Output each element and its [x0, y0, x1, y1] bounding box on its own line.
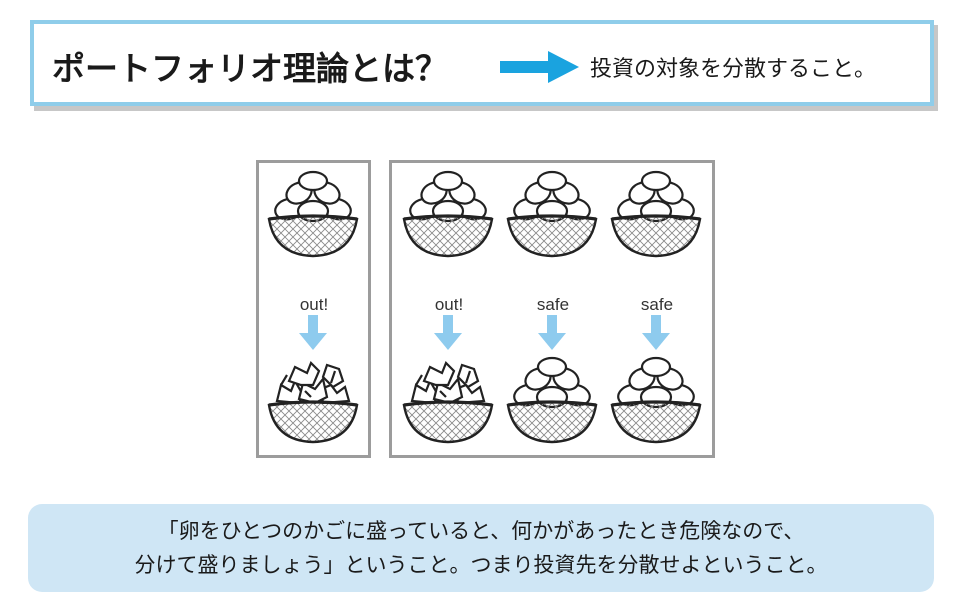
egg-basket-icon: [504, 355, 600, 447]
summary-line-2: 分けて盛りましょう」ということ。つまり投資先を分散せよということ。: [28, 548, 934, 582]
basket-column-1: out!: [259, 163, 369, 455]
header-description: 投資の対象を分散すること。: [590, 51, 876, 83]
egg-basket-icon: [608, 169, 704, 261]
egg-basket-icon: [608, 355, 704, 447]
egg-basket-icon: [400, 169, 496, 261]
single-basket-panel: out!: [256, 160, 371, 458]
egg-basket-icon: [265, 169, 361, 261]
summary-note: 「卵をひとつのかごに盛っていると、何かがあったとき危険なので、 分けて盛りましょ…: [28, 504, 934, 592]
down-arrow-icon: [538, 315, 566, 351]
down-arrow-icon: [434, 315, 462, 351]
result-label-safe: safe: [498, 295, 608, 315]
basket-column-2: safe: [498, 163, 608, 455]
broken-egg-basket-icon: [265, 355, 361, 447]
broken-egg-basket-icon: [400, 355, 496, 447]
down-arrow-icon: [299, 315, 327, 351]
result-label-out: out!: [394, 295, 504, 315]
down-arrow-icon: [642, 315, 670, 351]
basket-column-1: out!: [394, 163, 504, 455]
basket-column-3: safe: [602, 163, 712, 455]
result-label-out: out!: [259, 295, 369, 315]
summary-line-1: 「卵をひとつのかごに盛っていると、何かがあったとき危険なので、: [28, 514, 934, 548]
egg-basket-icon: [504, 169, 600, 261]
result-label-safe: safe: [602, 295, 712, 315]
page-title: ポートフォリオ理論とは？: [52, 42, 448, 90]
right-arrow-icon: [500, 50, 580, 84]
split-basket-panel: out! safe safe: [389, 160, 715, 458]
